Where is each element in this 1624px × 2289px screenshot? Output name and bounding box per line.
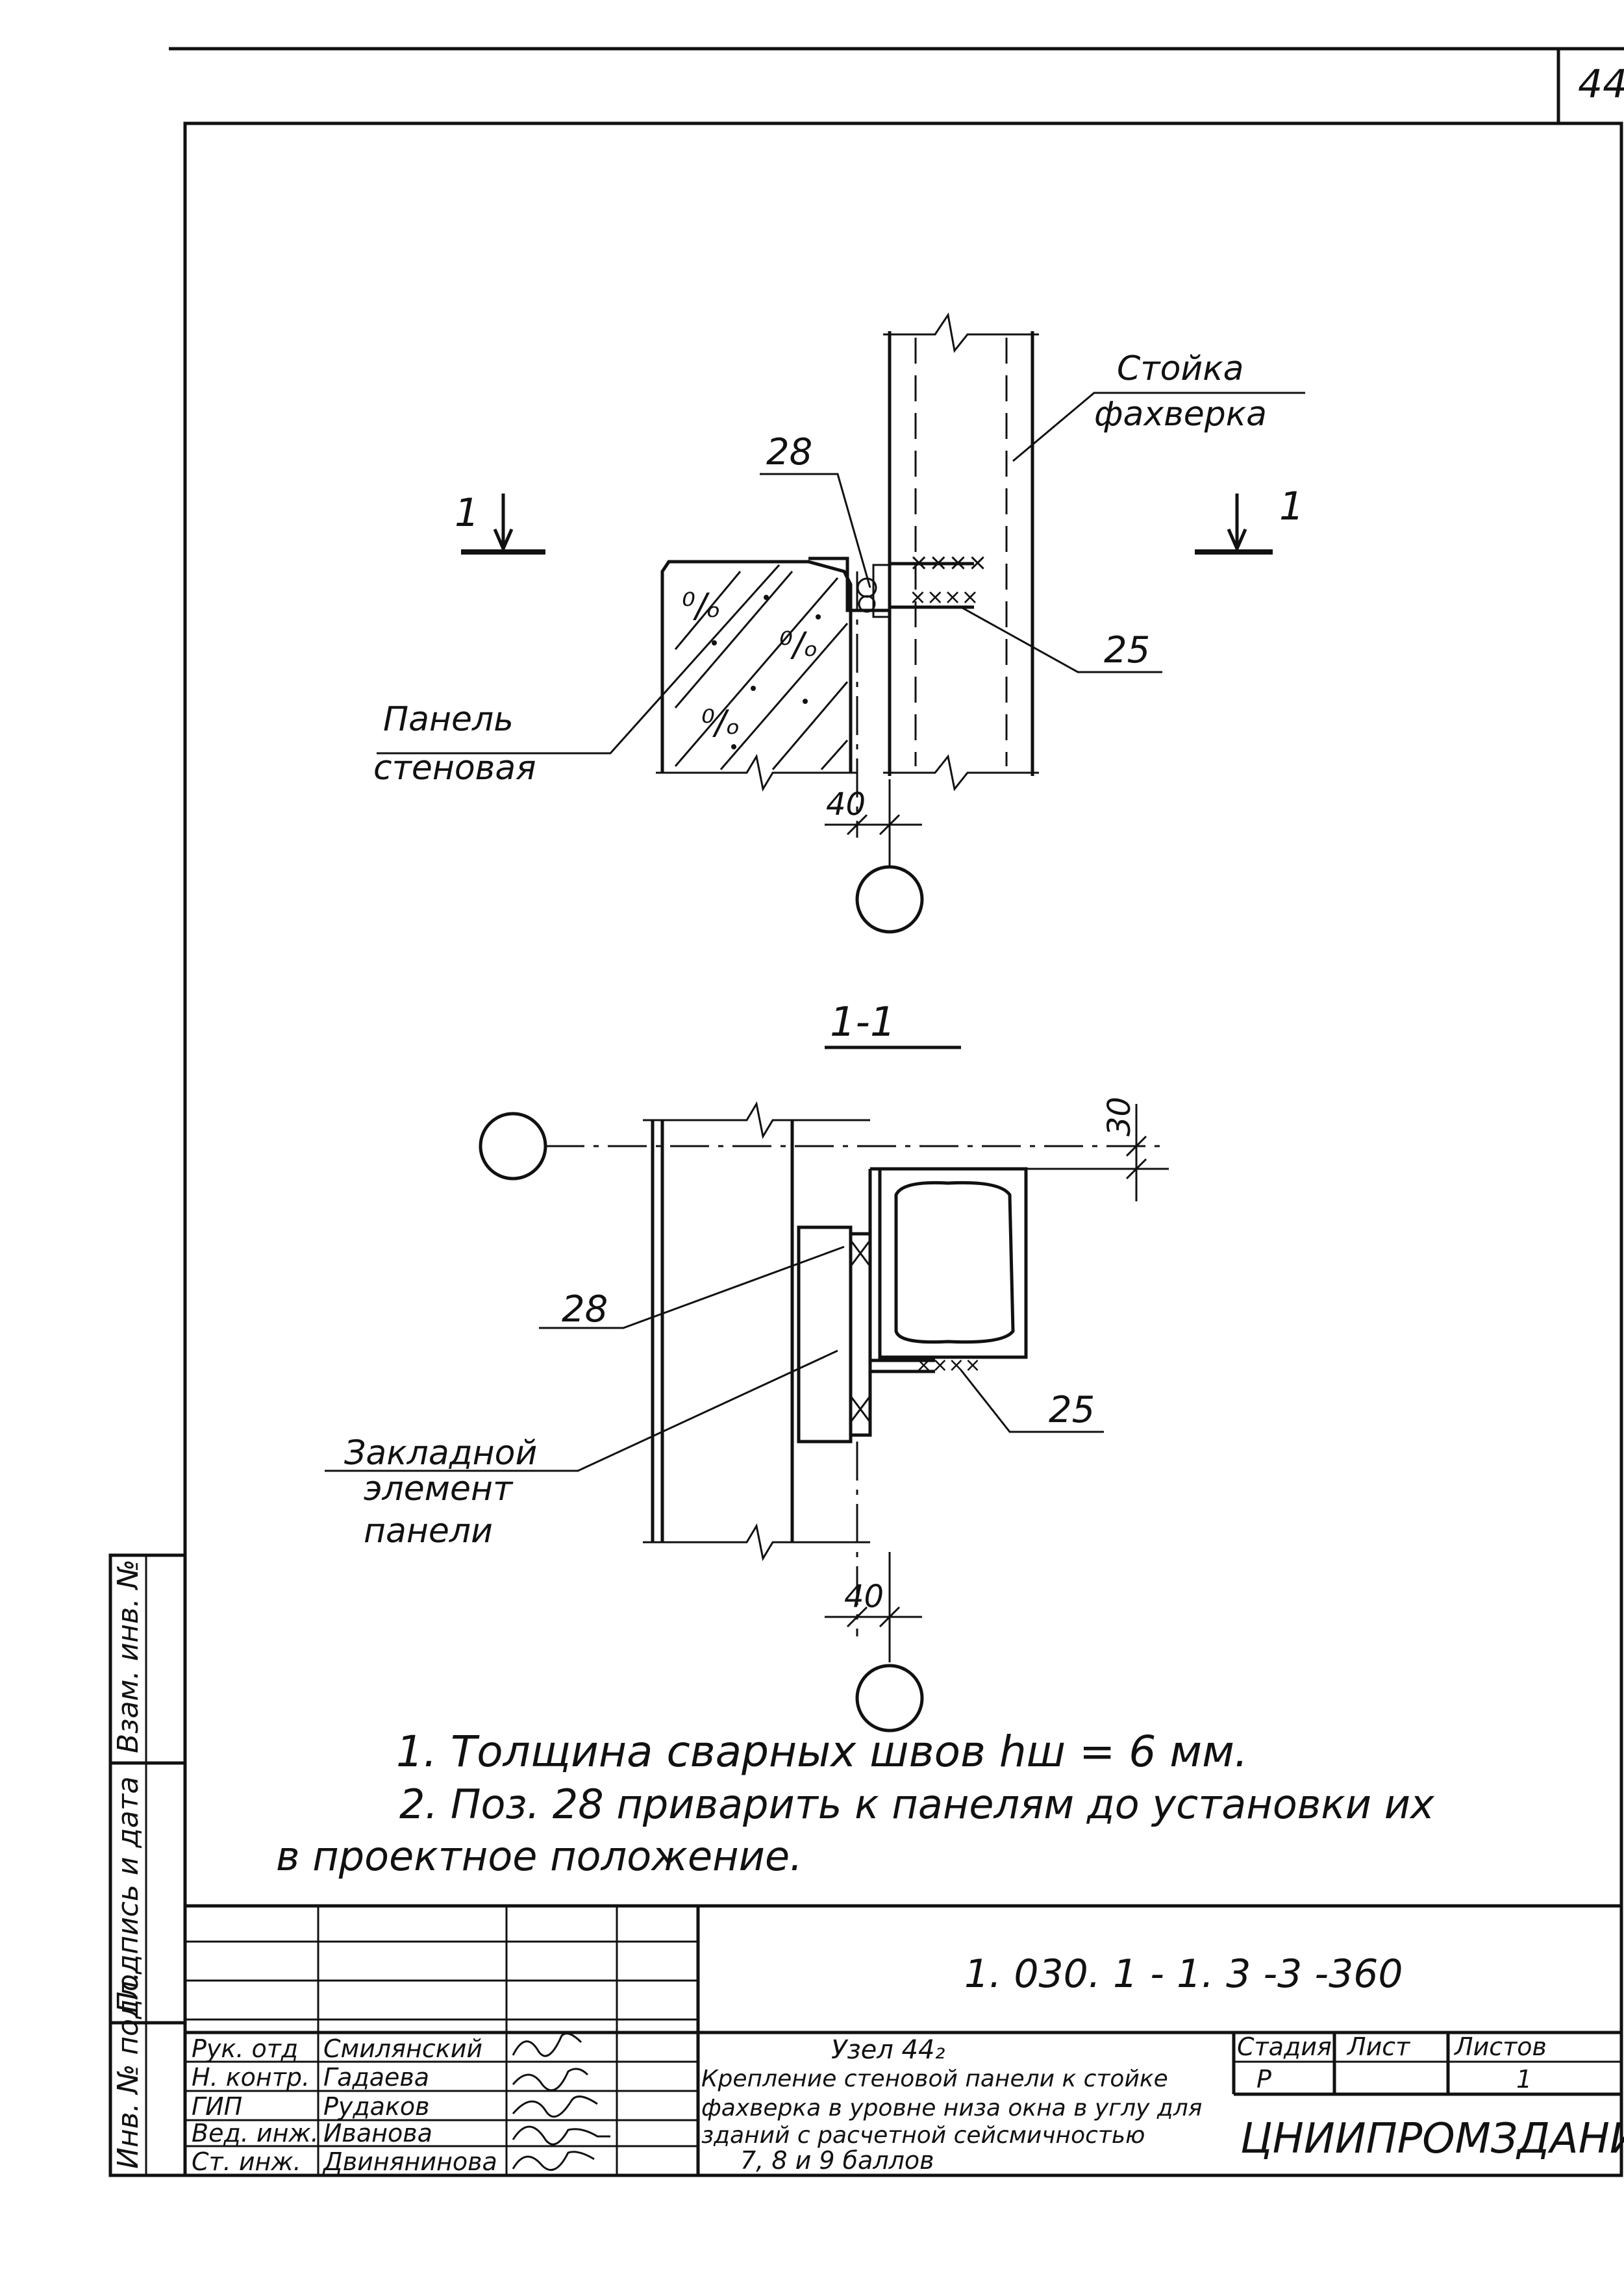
stamp-inv-podl: Инв. № подл. bbox=[112, 1971, 145, 2169]
stoyka-label-2: фахверка bbox=[1094, 395, 1267, 434]
stamp-vzam-inv: Взам. инв. № bbox=[112, 1559, 145, 1753]
doc-code: 1. 030. 1 - 1. 3 -3 -360 bbox=[964, 1951, 1403, 1997]
stamp-podpis-data: Подпись и дата bbox=[112, 1777, 145, 2013]
svg-text:××××: ×××× bbox=[916, 1354, 981, 1377]
role-1: Рук. отд bbox=[192, 2034, 298, 2063]
svg-text:⁰/ₒ: ⁰/ₒ bbox=[701, 703, 740, 742]
side-stamp: Инв. № подл. Подпись и дата Взам. инв. № bbox=[108, 1553, 187, 2177]
sec-dim-40: 40 bbox=[844, 1579, 884, 1615]
embed-label-1: Закладной bbox=[344, 1434, 537, 1473]
sec-dim-30: 30 bbox=[1101, 1097, 1138, 1136]
title-line-3: фахверка в уровне низа окна в углу для bbox=[701, 2095, 1202, 2121]
svg-text:××××: ×××× bbox=[909, 584, 979, 609]
general-notes: 1. Толщина сварных швов hш = 6 мм. 2. По… bbox=[276, 1727, 1435, 1880]
sec-item-25-label: 25 bbox=[1049, 1389, 1095, 1431]
role-5: Ст. инж. bbox=[192, 2147, 301, 2176]
stage-value: Р bbox=[1256, 2065, 1271, 2094]
section-mark-right: 1 bbox=[1279, 484, 1304, 529]
node-title: Узел 44₂ bbox=[831, 2035, 945, 2065]
stage-header: Стадия bbox=[1237, 2033, 1332, 2061]
grid-axis-bubble-top bbox=[855, 865, 924, 934]
stoyka-label-1: Стойка bbox=[1117, 349, 1243, 388]
title-line-5: 7, 8 и 9 баллов bbox=[740, 2146, 934, 2175]
sec-item-28-label: 28 bbox=[562, 1288, 608, 1331]
name-4: Иванова bbox=[323, 2119, 432, 2147]
title-block: Рук. отд Н. контр. ГИП Вед. инж. Ст. инж… bbox=[185, 1904, 1624, 2176]
note-line-1: 1. Толщина сварных швов hш = 6 мм. bbox=[396, 1727, 1248, 1777]
top-dim-40: 40 bbox=[826, 786, 866, 823]
sheet-number: 44 bbox=[1578, 62, 1624, 107]
name-5: Двинянинова bbox=[322, 2147, 497, 2176]
section-title: 1-1 bbox=[830, 998, 895, 1045]
panel-label-1: Панель bbox=[383, 700, 514, 739]
role-4: Вед. инж. bbox=[192, 2119, 319, 2147]
note-line-3: в проектное положение. bbox=[276, 1832, 803, 1880]
name-3: Рудаков bbox=[323, 2092, 430, 2121]
section-view: 30 ×××× 28 25 Закладной элемент панели bbox=[325, 1097, 1169, 1732]
name-2: Гадаева bbox=[323, 2063, 429, 2092]
sheets-value: 1 bbox=[1516, 2065, 1532, 2094]
sheet-header: Лист bbox=[1346, 2033, 1411, 2061]
embed-label-2: элемент bbox=[364, 1470, 514, 1508]
name-1: Смилянский bbox=[323, 2034, 482, 2063]
svg-text:⁰/ₒ: ⁰/ₒ bbox=[779, 625, 818, 664]
top-view: ⁰/ₒ ⁰/ₒ ⁰/ₒ ×××× ×××× 28 25 Стойка фахве… bbox=[373, 312, 1305, 934]
role-3: ГИП bbox=[192, 2092, 242, 2121]
section-mark-left: 1 bbox=[455, 490, 479, 536]
signatures bbox=[512, 2033, 610, 2171]
grid-axis-bubble-bottom bbox=[855, 1664, 924, 1732]
sheets-header: Листов bbox=[1453, 2033, 1547, 2061]
note-line-2: 2. Поз. 28 приварить к панелям до устано… bbox=[399, 1781, 1435, 1828]
top-item-28-label: 28 bbox=[766, 431, 812, 473]
embed-label-3: панели bbox=[364, 1512, 493, 1551]
panel-label-2: стеновая bbox=[373, 749, 536, 788]
title-line-2: Крепление стеновой панели к стойке bbox=[701, 2066, 1168, 2092]
role-2: Н. контр. bbox=[192, 2063, 310, 2092]
svg-text:⁰/ₒ: ⁰/ₒ bbox=[682, 586, 721, 625]
drawing-frame bbox=[183, 121, 1623, 2177]
top-item-25-label: 25 bbox=[1104, 629, 1150, 671]
svg-text:××××: ×××× bbox=[909, 549, 988, 576]
title-line-4: зданий с расчетной сейсмичностью bbox=[701, 2122, 1145, 2149]
organization: ЦНИИПРОМЗДАНИЙ bbox=[1240, 2114, 1624, 2163]
grid-axis-bubble-left bbox=[479, 1112, 547, 1181]
